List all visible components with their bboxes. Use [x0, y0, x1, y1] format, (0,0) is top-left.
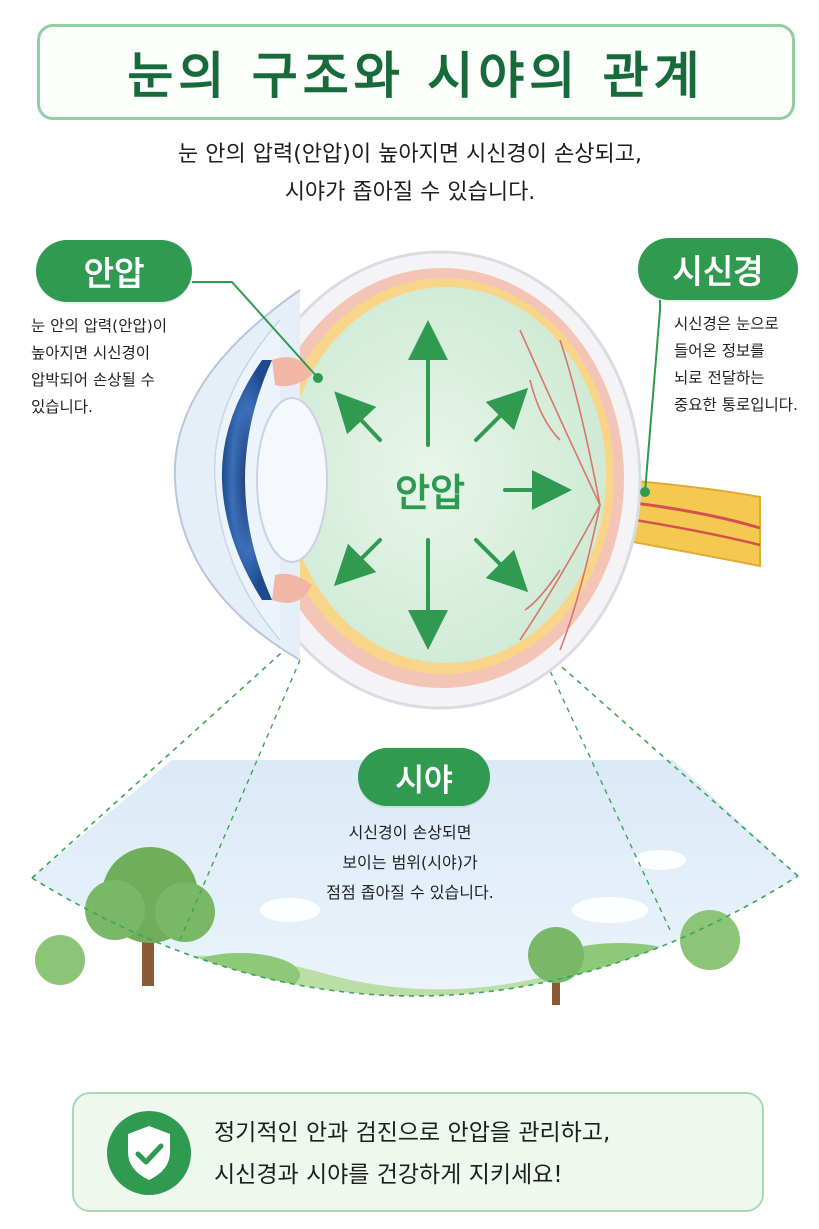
- field-desc-line: 점점 좁아질 수 있습니다.: [326, 883, 494, 902]
- iop-desc-line: 높아지면 시신경이: [31, 344, 151, 362]
- field-desc-line: 보이는 범위(시야)가: [342, 853, 478, 872]
- subtitle: 눈 안의 압력(안압)이 높아지면 시신경이 손상되고, 시야가 좁아질 수 있…: [60, 136, 760, 212]
- advice-text: 정기적인 안과 검진으로 안압을 관리하고, 시신경과 시야를 건강하게 지키세…: [214, 1112, 610, 1196]
- iop-badge: 안압: [36, 240, 192, 302]
- optic-nerve-description: 시신경은 눈으로 들어온 정보를 뇌로 전달하는 중요한 통로입니다.: [674, 311, 798, 419]
- eye-center-label: 안압: [395, 471, 465, 515]
- shield-check-icon: [104, 1108, 194, 1198]
- nerve-desc-line: 중요한 통로입니다.: [674, 396, 798, 414]
- nerve-desc-line: 시신경은 눈으로: [674, 315, 779, 333]
- leader-lines: [192, 281, 661, 497]
- advice-box: 정기적인 안과 검진으로 안압을 관리하고, 시신경과 시야를 건강하게 지키세…: [72, 1092, 764, 1212]
- tree-left-icon: [85, 847, 215, 986]
- iop-desc-line: 압박되어 손상될 수: [31, 371, 155, 389]
- visual-field-description: 시신경이 손상되면 보이는 범위(시야)가 점점 좁아질 수 있습니다.: [260, 818, 560, 908]
- optic-nerve-badge: 시신경: [638, 238, 798, 300]
- nerve-desc-line: 뇌로 전달하는: [674, 369, 765, 387]
- subtitle-line-2: 시야가 좁아질 수 있습니다.: [284, 180, 536, 205]
- page-title: 눈의 구조와 시야의 관계: [127, 47, 705, 105]
- tree-right-icon: [528, 927, 584, 1005]
- nerve-desc-line: 들어온 정보를: [674, 342, 765, 360]
- field-desc-line: 시신경이 손상되면: [348, 823, 472, 842]
- visual-field-badge: 시야: [358, 748, 490, 806]
- title-box: 눈의 구조와 시야의 관계: [37, 24, 795, 120]
- iop-description: 눈 안의 압력(안압)이 높아지면 시신경이 압박되어 손상될 수 있습니다.: [31, 313, 167, 421]
- pressure-arrows: [333, 320, 572, 650]
- advice-line-2: 시신경과 시야를 건강하게 지키세요!: [214, 1162, 563, 1188]
- iop-desc-line: 눈 안의 압력(안압)이: [31, 317, 168, 335]
- iop-desc-line: 있습니다.: [31, 398, 93, 416]
- advice-line-1: 정기적인 안과 검진으로 안압을 관리하고,: [214, 1120, 611, 1146]
- subtitle-line-1: 눈 안의 압력(안압)이 높아지면 시신경이 손상되고,: [178, 142, 642, 167]
